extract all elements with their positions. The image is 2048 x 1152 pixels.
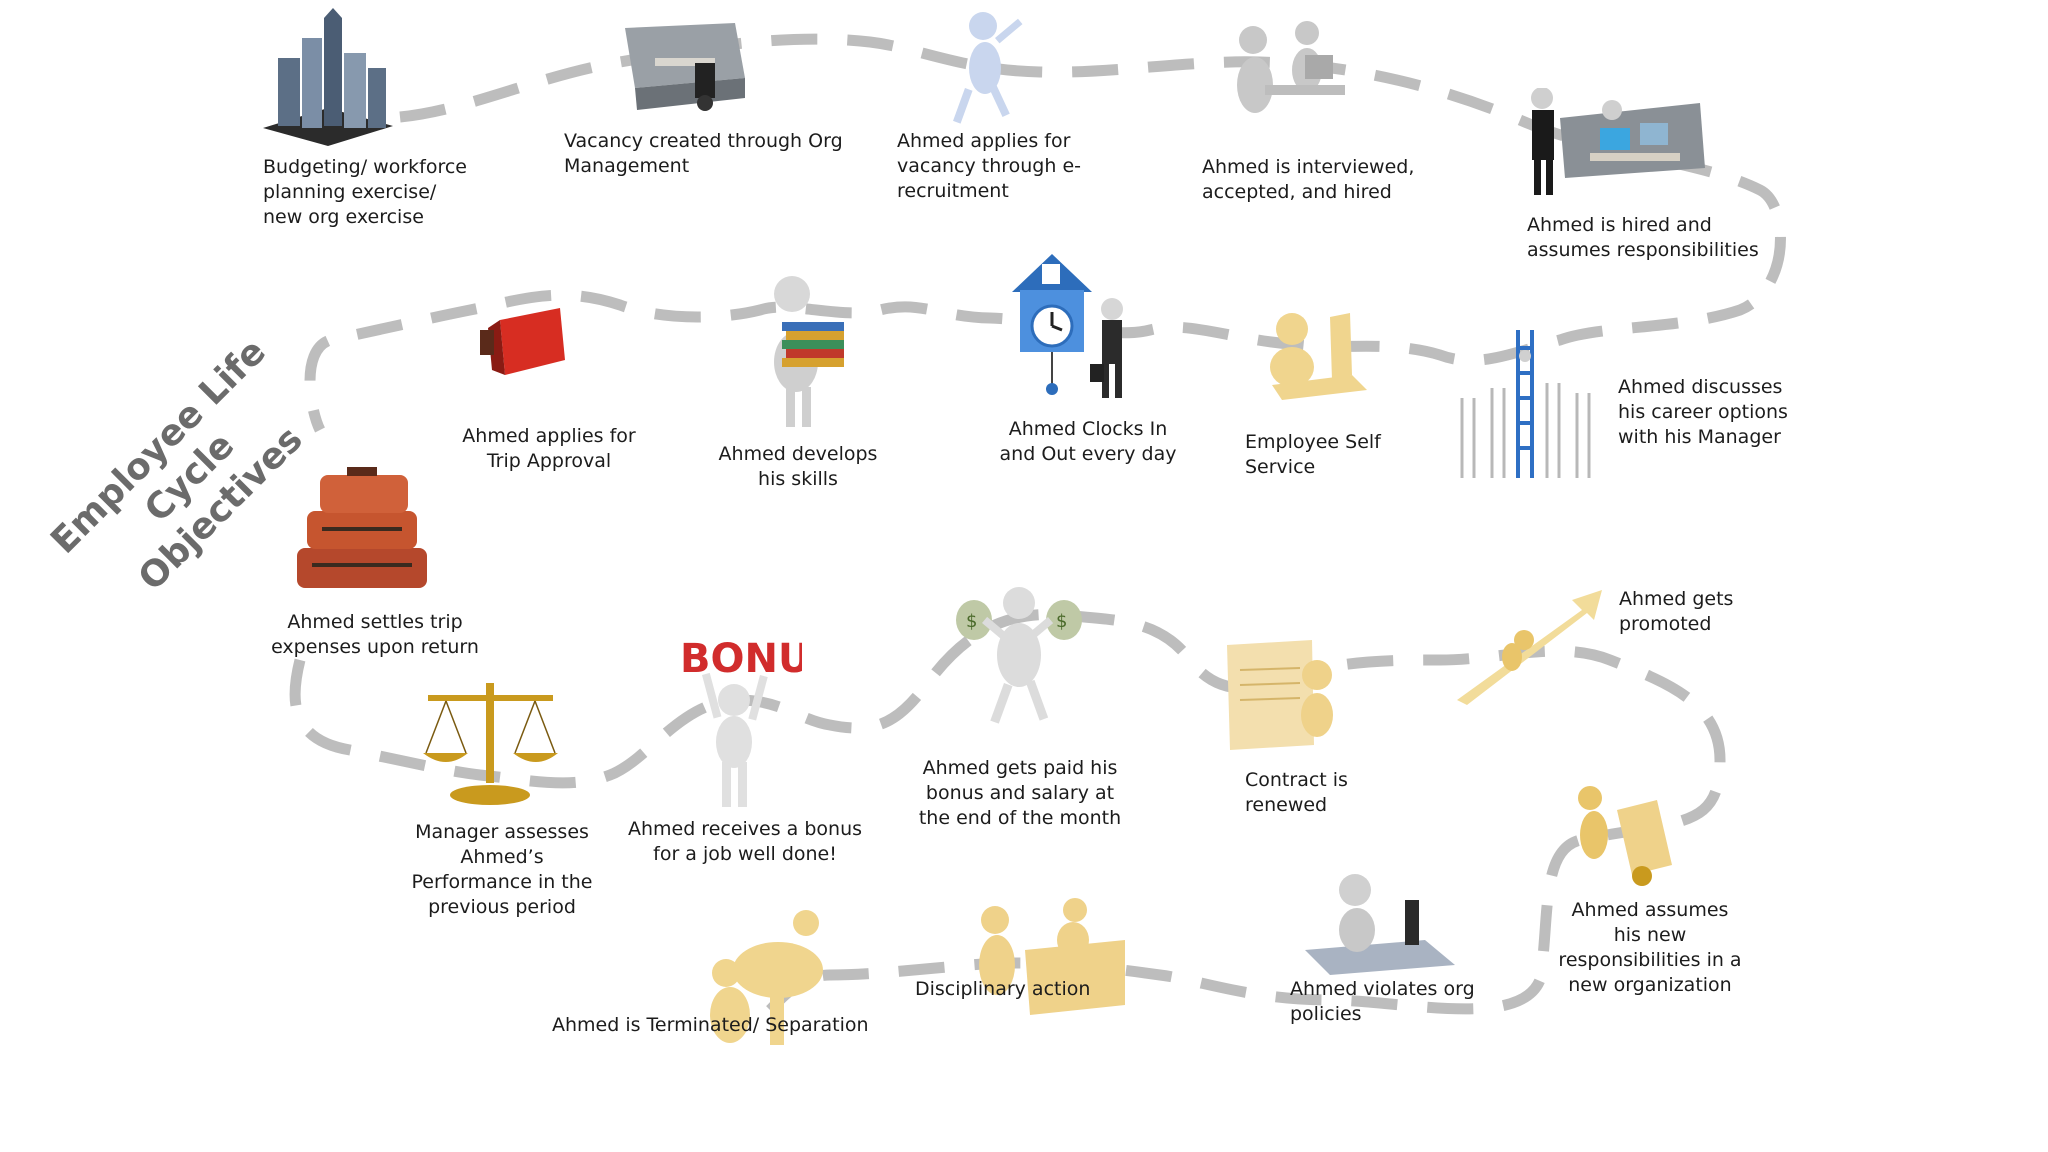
meeting-table-icon — [710, 910, 823, 1045]
jumping-figure-icon — [953, 12, 1023, 124]
balance-scale-icon — [423, 683, 558, 805]
career-ladder-icon — [1460, 330, 1591, 478]
step-label-ess: Employee Self Service — [1245, 431, 1381, 478]
step-label-promoted: Ahmed gets promoted — [1619, 588, 1734, 635]
rising-arrow-icon — [1457, 590, 1602, 705]
reprimand-desk-icon — [979, 898, 1125, 1015]
approval-stamp-icon — [480, 308, 565, 375]
contract-signing-icon — [1227, 640, 1333, 750]
step-label-disciplinary: Disciplinary action — [915, 978, 1091, 1000]
step-label-career: Ahmed discusses his career options with … — [1618, 376, 1788, 448]
step-label-terminated: Ahmed is Terminated/ Separation — [552, 1014, 869, 1036]
step-label-expenses: Ahmed settles trip expenses upon return — [271, 611, 479, 658]
bonus-figure-icon: BONUS — [680, 636, 802, 807]
step-label-paid: Ahmed gets paid his bonus and salary at … — [918, 757, 1122, 829]
step-label-performance: Manager assesses Ahmed’s Performance in … — [411, 821, 593, 918]
handshake-office-icon — [1531, 88, 1705, 195]
step-label-interviewed: Ahmed is interviewed, accepted, and hire… — [1202, 156, 1415, 203]
svg-text:$: $ — [1056, 611, 1067, 632]
svg-text:$: $ — [966, 611, 977, 632]
step-label-clocks: Ahmed Clocks In and Out every day — [999, 418, 1177, 465]
cuckoo-clock-icon — [1012, 254, 1123, 398]
step-label-vacancy: Vacancy created through Org Management — [564, 130, 843, 177]
hand-truck-icon — [1578, 786, 1672, 886]
step-label-violates: Ahmed violates org policies — [1290, 978, 1475, 1025]
step-label-new-org: Ahmed assumes his new responsibilities i… — [1558, 899, 1742, 996]
interview-icon — [1237, 21, 1345, 113]
step-label-hired: Ahmed is hired and assumes responsibilit… — [1527, 214, 1759, 261]
office-cubicle-icon — [625, 23, 745, 111]
suitcases-icon — [297, 467, 427, 588]
step-label-bonus: Ahmed receives a bonus for a job well do… — [627, 818, 863, 865]
money-bags-icon: $ $ — [956, 587, 1082, 724]
computer-desk-icon — [1305, 874, 1455, 975]
step-label-skills: Ahmed develops his skills — [718, 443, 878, 490]
city-buildings-icon — [263, 8, 393, 146]
step-label-applies: Ahmed applies for vacancy through e- rec… — [897, 130, 1081, 202]
books-stack-icon — [774, 276, 844, 427]
step-label-contract: Contract is renewed — [1245, 769, 1348, 816]
step-label-budgeting: Budgeting/ workforce planning exercise/ … — [263, 156, 467, 228]
bonus-word: BONUS — [680, 636, 802, 682]
step-label-trip: Ahmed applies for Trip Approval — [462, 425, 636, 472]
laptop-self-service-icon — [1270, 313, 1367, 400]
